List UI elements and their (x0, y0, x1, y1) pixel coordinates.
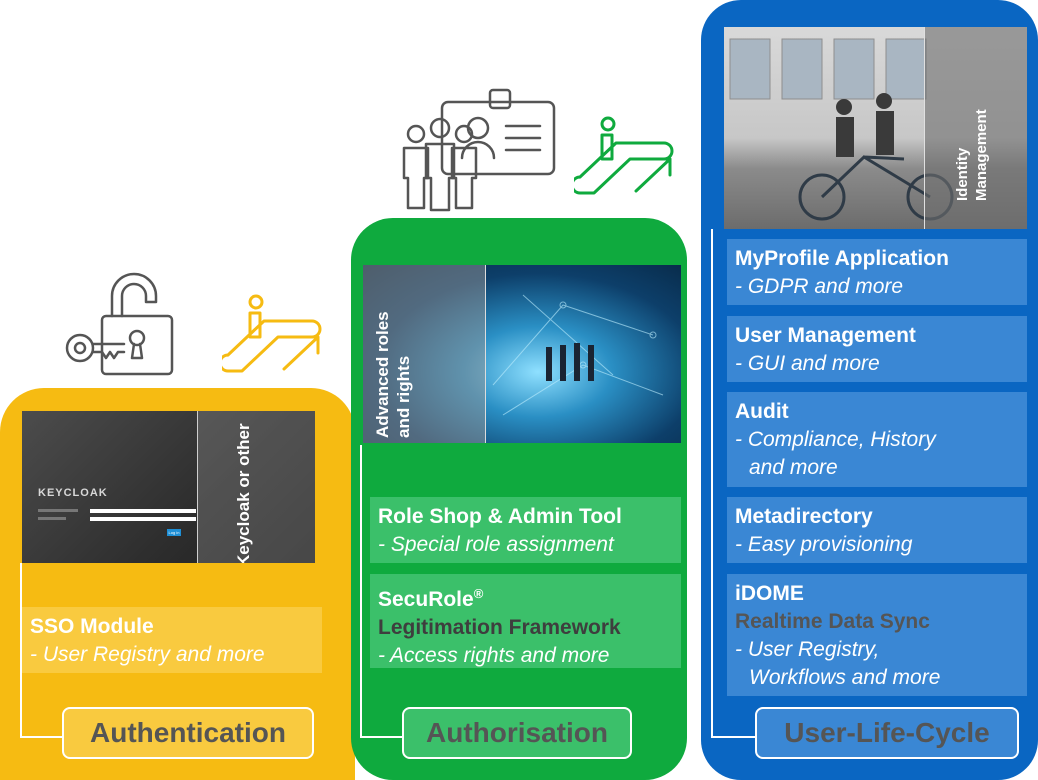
identity-overlay (924, 27, 1027, 229)
auth-bracket-horizontal (20, 736, 62, 738)
advanced-roles-image: Advanced roles and rights (363, 265, 681, 443)
idome-sub2: Workflows and more (749, 666, 941, 689)
idome-title: iDOME (735, 582, 804, 605)
keycloak-overlay-text: Keycloak or other (234, 423, 253, 563)
lifecycle-item-myprofile: MyProfile Application - GDPR and more (727, 239, 1027, 305)
lifecycle-label: User-Life-Cycle (755, 707, 1019, 759)
idome-sub: - User Registry, (735, 638, 880, 661)
login-button[interactable]: Log in (167, 529, 181, 536)
people-idcard-icon (402, 88, 556, 212)
audit-sub: - Compliance, History (735, 428, 936, 451)
tandem-bike-graphic (729, 38, 954, 221)
escalator-green-icon (574, 116, 674, 195)
user-management-title: User Management (735, 324, 916, 347)
role-shop-sub: - Special role assignment (378, 533, 614, 556)
authz-bracket-horizontal (360, 736, 402, 738)
lifecycle-bracket-horizontal (711, 736, 755, 738)
role-shop-title: Role Shop & Admin Tool (378, 505, 622, 528)
keycloak-screenshot: KEYCLOAK Log in Keycloak or other (22, 411, 315, 563)
identity-overlay-text: Identity Management (954, 109, 990, 201)
securole-box: SecuRole® Legitimation Framework - Acces… (370, 574, 681, 668)
lifecycle-item-audit: Audit - Compliance, History and more (727, 392, 1027, 487)
identity-management-image: Identity Management (724, 27, 1027, 229)
myprofile-title: MyProfile Application (735, 247, 949, 270)
lifecycle-item-metadirectory: Metadirectory - Easy provisioning (727, 497, 1027, 563)
authorisation-label: Authorisation (402, 707, 632, 759)
escalator-yellow-icon (222, 294, 322, 373)
securole-title2: Legitimation Framework (378, 616, 621, 639)
sso-module-box: SSO Module - User Registry and more (22, 607, 322, 673)
login-form (38, 509, 196, 529)
auth-bracket-vertical (20, 563, 22, 738)
authentication-label: Authentication (62, 707, 314, 759)
lifecycle-item-idome: iDOME Realtime Data Sync - User Registry… (727, 574, 1027, 696)
authz-bracket-vertical (360, 445, 362, 738)
myprofile-sub: - GDPR and more (735, 275, 904, 298)
audit-sub2: and more (749, 456, 838, 479)
audit-title: Audit (735, 400, 789, 423)
padlock-key-icon (65, 272, 174, 376)
metadirectory-title: Metadirectory (735, 505, 873, 528)
user-management-sub: - GUI and more (735, 352, 880, 375)
roles-overlay (363, 265, 486, 443)
metadirectory-sub: - Easy provisioning (735, 533, 913, 556)
network-lines-graphic (492, 294, 664, 416)
role-shop-box: Role Shop & Admin Tool - Special role as… (370, 497, 681, 563)
lifecycle-bracket-vertical (711, 229, 713, 738)
idome-dim: Realtime Data Sync (735, 610, 930, 633)
lifecycle-item-user-management: User Management - GUI and more (727, 316, 1027, 382)
roles-overlay-text: Advanced roles and rights (373, 311, 413, 438)
keycloak-brand: KEYCLOAK (38, 487, 108, 499)
securole-registered: ® (473, 586, 484, 601)
securole-title: SecuRole (378, 588, 474, 611)
securole-sub: - Access rights and more (378, 644, 610, 667)
sso-title: SSO Module (30, 615, 154, 638)
sso-sub: - User Registry and more (30, 643, 265, 666)
keycloak-overlay (197, 411, 315, 563)
